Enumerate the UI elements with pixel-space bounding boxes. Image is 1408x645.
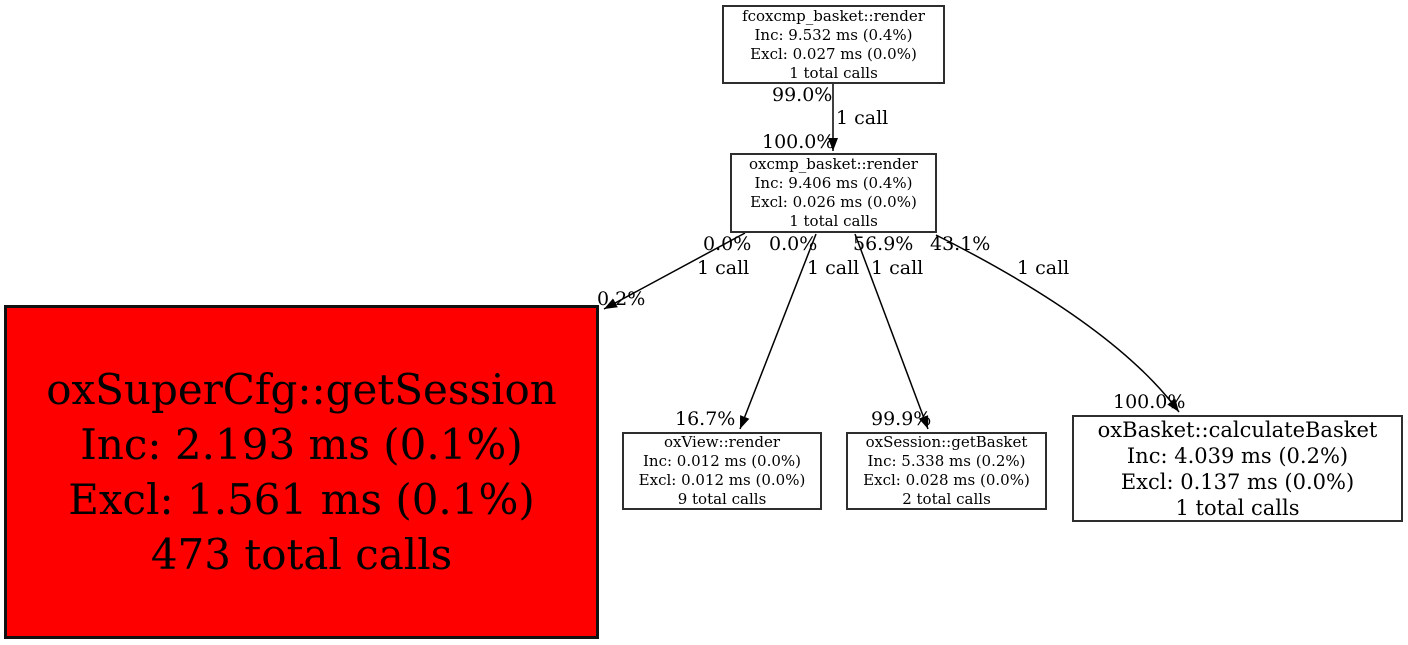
node-total-calls: 1 total calls xyxy=(1175,495,1300,520)
edge-source-percent: 56.9% xyxy=(853,233,914,255)
edge-target-percent: 16.7% xyxy=(675,408,736,430)
node-exclusive-time: Excl: 0.137 ms (0.0%) xyxy=(1120,469,1355,494)
edge-call-count: 1 call xyxy=(697,257,750,279)
node-inclusive-time: Inc: 4.039 ms (0.2%) xyxy=(1126,443,1349,468)
node-inclusive-time: Inc: 0.012 ms (0.0%) xyxy=(642,452,802,470)
edge-target-percent: 100.0% xyxy=(1113,391,1186,413)
edge-target-percent: 99.9% xyxy=(871,408,932,430)
node-title: oxBasket::calculateBasket xyxy=(1097,417,1378,442)
node-exclusive-time: Excl: 0.028 ms (0.0%) xyxy=(863,471,1030,489)
node-inclusive-time: Inc: 9.532 ms (0.4%) xyxy=(754,25,913,44)
node-total-calls: 9 total calls xyxy=(677,490,767,508)
node-fcoxcmp-basket-render: fcoxcmp_basket::render Inc: 9.532 ms (0.… xyxy=(722,5,945,84)
node-title: oxSuperCfg::getSession xyxy=(46,365,557,414)
edge-oxcmp-to-oxview xyxy=(739,233,817,430)
node-oxsupercfg-getsession: oxSuperCfg::getSession Inc: 2.193 ms (0.… xyxy=(4,305,599,639)
node-title: oxSession::getBasket xyxy=(865,433,1028,451)
node-oxbasket-calculatebasket: oxBasket::calculateBasket Inc: 4.039 ms … xyxy=(1072,415,1403,522)
node-oxcmp-basket-render: oxcmp_basket::render Inc: 9.406 ms (0.4%… xyxy=(730,153,937,233)
node-total-calls: 1 total calls xyxy=(789,212,878,230)
edge-call-count: 1 call xyxy=(836,107,889,129)
node-total-calls: 473 total calls xyxy=(150,530,453,579)
edge-target-percent: 0.2% xyxy=(597,288,646,310)
node-inclusive-time: Inc: 5.338 ms (0.2%) xyxy=(867,452,1026,470)
node-total-calls: 1 total calls xyxy=(789,63,878,82)
node-title: oxcmp_basket::render xyxy=(749,155,918,173)
node-exclusive-time: Excl: 0.027 ms (0.0%) xyxy=(750,44,917,63)
node-total-calls: 2 total calls xyxy=(902,490,991,508)
edge-source-percent: 99.0% xyxy=(772,84,833,106)
edge-target-percent: 100.0% xyxy=(762,131,835,153)
edge-call-count: 1 call xyxy=(1017,257,1070,279)
edge-call-count: 1 call xyxy=(871,257,924,279)
edge-source-percent: 0.0% xyxy=(769,233,818,255)
node-oxview-render: oxView::render Inc: 0.012 ms (0.0%) Excl… xyxy=(622,432,822,510)
edge-call-count: 1 call xyxy=(807,257,860,279)
edge-source-percent: 43.1% xyxy=(930,233,991,255)
node-inclusive-time: Inc: 2.193 ms (0.1%) xyxy=(80,420,523,469)
edge-source-percent: 0.0% xyxy=(703,233,752,255)
node-exclusive-time: Excl: 0.012 ms (0.0%) xyxy=(638,471,806,489)
node-title: oxView::render xyxy=(663,433,781,451)
node-oxsession-getbasket: oxSession::getBasket Inc: 5.338 ms (0.2%… xyxy=(846,432,1047,510)
node-exclusive-time: Excl: 1.561 ms (0.1%) xyxy=(68,475,535,524)
node-exclusive-time: Excl: 0.026 ms (0.0%) xyxy=(750,193,917,211)
node-inclusive-time: Inc: 9.406 ms (0.4%) xyxy=(754,174,913,192)
node-title: fcoxcmp_basket::render xyxy=(742,6,925,25)
